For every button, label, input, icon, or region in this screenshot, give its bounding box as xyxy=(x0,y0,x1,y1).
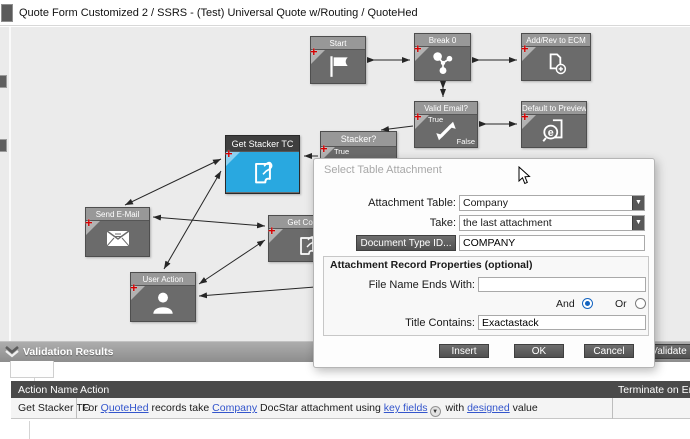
node-default-to-preview[interactable]: Default to Preview + e xyxy=(521,101,587,148)
node-title: Add/Rev to ECM xyxy=(522,34,590,47)
node-user-action[interactable]: User Action + xyxy=(130,272,196,322)
attachment-table-select[interactable]: Company ▼ xyxy=(459,195,645,211)
take-value: the last attachment xyxy=(463,217,552,229)
add-branch-icon[interactable]: + xyxy=(85,215,93,230)
or-label: Or xyxy=(615,298,627,310)
ok-button[interactable]: OK xyxy=(514,344,564,358)
add-branch-icon[interactable]: + xyxy=(320,141,328,156)
panel-divider xyxy=(29,421,30,439)
add-branch-icon[interactable]: + xyxy=(130,280,138,295)
node-title: Send E-Mail xyxy=(86,208,149,221)
cell-action: For QuoteHed records take Company DocSta… xyxy=(82,402,538,417)
company-link[interactable]: Company xyxy=(212,402,258,414)
group-title: Attachment Record Properties (optional) xyxy=(330,259,533,271)
add-branch-icon[interactable]: + xyxy=(414,41,422,56)
chevron-down-icon[interactable]: ▼ xyxy=(632,216,644,230)
attachment-table-label: Attachment Table: xyxy=(368,197,456,209)
action-table-row[interactable]: Get Stacker TC For QuoteHed records take… xyxy=(11,398,690,419)
document-type-id-input[interactable] xyxy=(459,235,645,251)
true-branch-label: True xyxy=(428,115,444,124)
validation-results-label: Validation Results xyxy=(23,346,114,358)
add-branch-icon[interactable]: + xyxy=(521,109,529,124)
canvas-left-divider xyxy=(9,27,11,342)
offscreen-node-stub xyxy=(0,139,7,152)
column-separator xyxy=(76,398,77,419)
node-start[interactable]: Start + xyxy=(310,36,366,84)
svg-text:e: e xyxy=(548,126,554,138)
validation-panel-tab xyxy=(10,361,54,378)
node-title: Break 0 xyxy=(415,34,470,47)
take-select[interactable]: the last attachment ▼ xyxy=(459,215,645,231)
flag-icon xyxy=(330,56,348,77)
offscreen-node-stub xyxy=(0,75,7,88)
window-title-bar: Quote Form Customized 2 / SSRS - (Test) … xyxy=(0,0,690,26)
cell-action-name: Get Stacker TC xyxy=(18,402,91,414)
action-text: records take xyxy=(148,402,213,414)
action-text: with xyxy=(442,402,468,414)
attachment-record-properties-group: Attachment Record Properties (optional) … xyxy=(323,256,649,336)
or-radio[interactable] xyxy=(635,298,646,309)
designed-link[interactable]: designed xyxy=(467,402,510,414)
node-title: Get Stacker TC xyxy=(226,136,299,152)
add-branch-icon[interactable]: + xyxy=(268,223,276,238)
and-radio[interactable] xyxy=(582,298,593,309)
action-table-header: Action Name Action Terminate on Err xyxy=(11,381,690,398)
title-contains-input[interactable] xyxy=(478,315,646,330)
node-title: User Action xyxy=(131,273,195,286)
file-name-ends-with-label: File Name Ends With: xyxy=(368,279,475,291)
action-text: DocStar attachment using xyxy=(257,402,384,414)
node-break-0[interactable]: Break 0 + xyxy=(414,33,471,81)
add-branch-icon[interactable]: + xyxy=(521,41,529,56)
take-label: Take: xyxy=(429,217,456,229)
node-send-email[interactable]: Send E-Mail + xyxy=(85,207,150,257)
column-separator xyxy=(612,398,613,419)
false-branch-label: False xyxy=(456,137,475,146)
attachment-table-value: Company xyxy=(463,197,508,209)
file-name-ends-with-input[interactable] xyxy=(478,277,646,292)
node-title: Valid Email? xyxy=(415,102,477,115)
window-title: Quote Form Customized 2 / SSRS - (Test) … xyxy=(19,7,418,19)
person-icon xyxy=(153,292,173,314)
node-add-rev-to-ecm[interactable]: Add/Rev to ECM + xyxy=(521,33,591,81)
insert-button[interactable]: Insert xyxy=(439,344,489,358)
cancel-button[interactable]: Cancel xyxy=(584,344,634,358)
envelope-icon xyxy=(106,230,129,247)
quotehed-link[interactable]: QuoteHed xyxy=(100,402,149,414)
action-text: value xyxy=(509,402,538,414)
node-valid-email[interactable]: Valid Email? + True False xyxy=(414,101,478,148)
key-fields-link[interactable]: key fields xyxy=(383,402,428,414)
and-label: And xyxy=(556,298,575,310)
branch-icon xyxy=(432,52,452,74)
add-branch-icon[interactable]: + xyxy=(310,44,318,59)
node-title: Stacker? xyxy=(321,132,396,147)
node-title: Default to Preview xyxy=(522,102,586,115)
add-branch-icon[interactable]: + xyxy=(414,109,422,124)
select-table-attachment-dialog: Select Table Attachment Attachment Table… xyxy=(313,158,655,368)
window-icon xyxy=(1,4,13,22)
chevron-down-icon[interactable] xyxy=(5,346,19,358)
true-branch-label: True xyxy=(334,147,350,156)
decision-arrows-icon xyxy=(436,121,456,140)
header-terminate-on-err: Terminate on Err xyxy=(618,384,690,396)
add-branch-icon[interactable]: + xyxy=(225,146,233,161)
node-title: Start xyxy=(311,37,365,50)
title-contains-label: Title Contains: xyxy=(405,317,475,329)
action-text: For xyxy=(82,402,101,414)
chevron-down-icon[interactable]: ▼ xyxy=(632,196,644,210)
dialog-title[interactable]: Select Table Attachment xyxy=(324,164,442,176)
preview-document-icon: e xyxy=(542,118,563,142)
document-add-icon xyxy=(549,53,567,75)
document-paperclip-icon xyxy=(254,161,272,184)
header-action-name: Action Name xyxy=(18,384,79,396)
document-type-id-button[interactable]: Document Type ID... xyxy=(356,235,456,251)
header-action: Action xyxy=(80,384,110,396)
node-get-stacker-tc[interactable]: Get Stacker TC + xyxy=(225,135,300,194)
key-fields-dropdown-icon[interactable]: ▼ xyxy=(429,406,441,417)
